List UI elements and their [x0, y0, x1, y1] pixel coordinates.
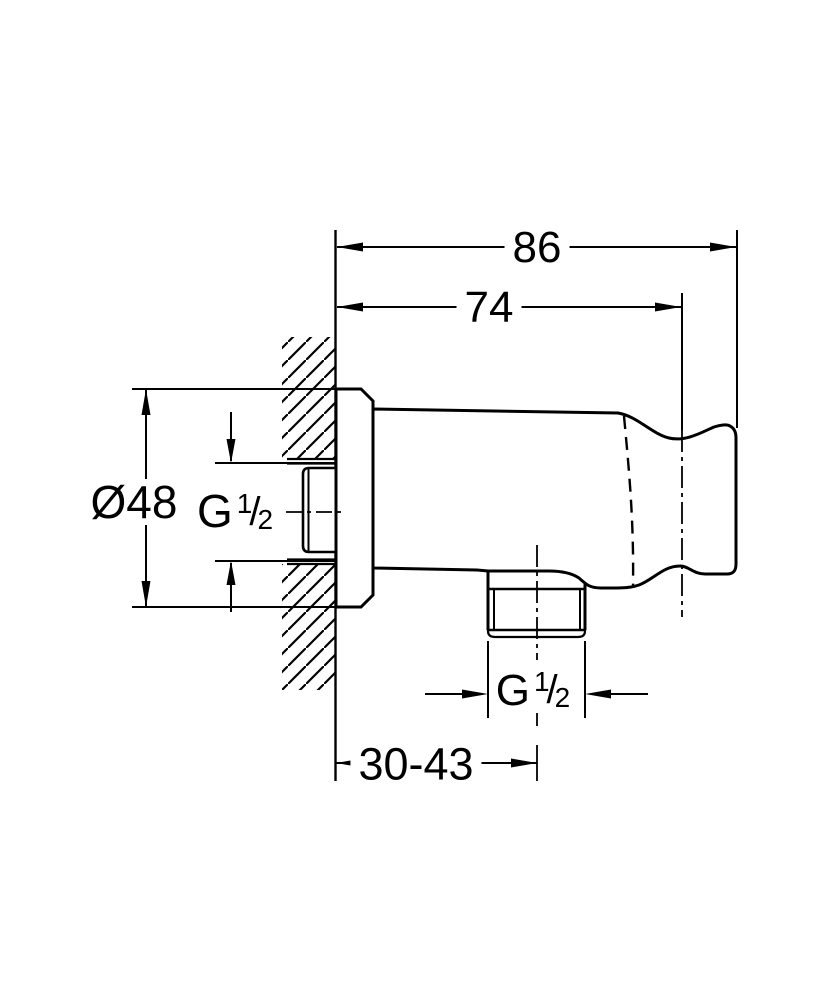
outlet-thread-denominator: 2 [554, 682, 571, 713]
wall-hatching-upper [282, 337, 335, 459]
outlet-thread-numerator: 1 [533, 666, 550, 697]
wall-thread-prefix: G [196, 485, 233, 537]
wall-thread-numerator: 1 [236, 488, 253, 519]
wall-section [282, 230, 337, 781]
dimension-wall-to-holder-label: 74 [456, 286, 522, 330]
wall-flange [334, 387, 375, 609]
outlet-thread-slash: / [546, 668, 558, 712]
wall-hatching-lower [282, 564, 335, 690]
dimension-flange-diameter-label: Ø48 [82, 479, 186, 525]
fixture-outline [301, 387, 738, 609]
outlet-thread-prefix: G [495, 666, 530, 715]
wall-thread-slash: / [249, 490, 261, 534]
dimension-depth-range-label: 30-43 [350, 741, 482, 787]
wall-thread-socket [301, 466, 336, 554]
wall-thread-denominator: 2 [257, 504, 274, 535]
hidden-edge-line [622, 415, 635, 588]
dimension-overall-width-label: 86 [504, 226, 570, 270]
